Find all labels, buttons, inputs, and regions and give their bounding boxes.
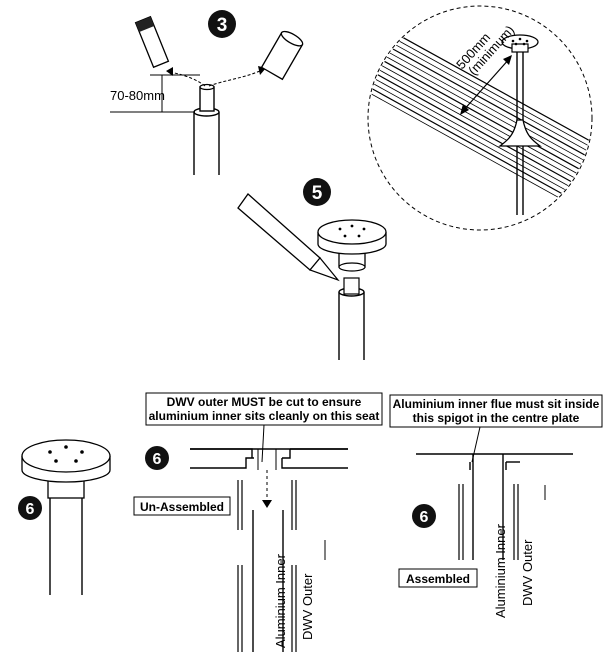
unassembled-aluminium-inner <box>252 510 284 652</box>
cut-note-leader <box>261 424 265 463</box>
step5-inner <box>343 277 360 295</box>
roof-corrugation-lines <box>369 32 591 206</box>
roof-line <box>378 69 583 183</box>
cut-note-box <box>145 392 383 426</box>
sealant-tube-body <box>237 193 321 271</box>
step5-cowl-neck-base <box>338 262 366 272</box>
unassembled-tag-box <box>133 496 231 516</box>
cut-piece-small-band <box>135 16 155 33</box>
roof-sheeting <box>369 32 591 206</box>
step3-number: 3 <box>217 15 228 36</box>
roof-line <box>382 60 588 174</box>
sealant-tube-nozzle <box>308 257 340 282</box>
roof-line <box>392 37 591 151</box>
detail-cowl-holes <box>511 37 529 46</box>
step3-illustration: 70-80mm 3 <box>110 10 304 175</box>
cut-piece-large-rim <box>280 30 304 47</box>
roof-line <box>369 92 573 206</box>
unassembled-outer-label: DWV Outer <box>300 573 315 640</box>
step3-stub-top <box>199 83 215 91</box>
step5-badge <box>303 178 331 206</box>
step6b-badge <box>145 446 169 470</box>
step5-number: 5 <box>312 183 323 204</box>
step3-arrow-right <box>208 69 263 87</box>
roof-line <box>390 41 591 156</box>
roof-line <box>376 73 581 188</box>
overview-cowl-holes <box>48 445 84 463</box>
step5-cowl-holes <box>338 224 366 238</box>
unassembled-inner-label: Aluminium Inner <box>273 553 288 648</box>
cut-note-line1: DWV outer MUST be cut to ensure <box>167 395 362 409</box>
step6c-badge <box>412 504 436 528</box>
step3-main-pipe <box>193 112 220 175</box>
roof-clearance-detail: 500mm (minimum) <box>367 5 593 231</box>
spigot-note-line2: this spigot in the centre plate <box>413 411 580 425</box>
step3-cut-piece-small <box>134 15 170 69</box>
step5-sealant-tube <box>237 193 340 282</box>
unassembled-dwv-outer <box>237 480 297 530</box>
step6a-badge <box>18 496 42 520</box>
roof-line <box>380 64 585 179</box>
roof-line <box>394 32 591 147</box>
assembled-section: Aluminium inner flue must sit inside thi… <box>389 394 603 618</box>
step6b-number: 6 <box>153 451 162 468</box>
unassembled-arrowhead <box>262 500 272 508</box>
assembled-dwv-outer <box>458 484 519 560</box>
unassembled-tag: Un-Assembled <box>140 500 224 514</box>
roof-line <box>384 55 590 169</box>
roof-line <box>386 51 591 165</box>
step5-cowl-top <box>317 219 387 245</box>
step3-arrow-left <box>169 71 206 87</box>
step3-badge <box>208 10 236 38</box>
step5-illustration: 5 <box>237 178 387 360</box>
overview-cowl-top <box>21 439 111 473</box>
assembled-tag-box <box>398 568 478 588</box>
clearance-arrowhead-top <box>503 55 512 65</box>
step3-cut-dimension: 70-80mm <box>110 88 165 103</box>
step3-arrowhead-left <box>166 67 173 76</box>
detail-clearance-arrow <box>461 57 511 113</box>
assembled-tag: Assembled <box>406 572 470 586</box>
cut-note-line2: aluminium inner sits cleanly on this sea… <box>149 409 380 423</box>
clearance-arrowhead-bottom <box>460 104 469 115</box>
step3-inner-stub <box>199 86 215 112</box>
detail-dashed-circle <box>367 5 593 231</box>
unassembled-section: DWV outer MUST be cut to ensure aluminiu… <box>133 392 383 652</box>
roof-line <box>388 46 591 161</box>
unassembled-plate <box>190 448 348 469</box>
assembled-aluminium-inner <box>472 454 504 560</box>
assembled-outer-label: DWV Outer <box>520 539 535 606</box>
unassembled-dwv-lower <box>237 565 297 652</box>
spigot-note-box <box>389 394 603 428</box>
assembled-inner-label: Aluminium Inner <box>493 523 508 618</box>
step6c-number: 6 <box>420 509 429 526</box>
detail-cowl-neck <box>511 43 529 53</box>
overview-neck <box>47 479 85 499</box>
step6-overview: 6 <box>18 439 111 595</box>
roof-line <box>374 78 579 192</box>
step6a-number: 6 <box>26 501 35 518</box>
roof-line <box>372 83 577 197</box>
step3-cut-piece-large <box>260 30 304 81</box>
spigot-note-line1: Aluminium inner flue must sit inside <box>393 397 600 411</box>
roof-line <box>370 87 575 202</box>
detail-flashing <box>498 119 542 147</box>
